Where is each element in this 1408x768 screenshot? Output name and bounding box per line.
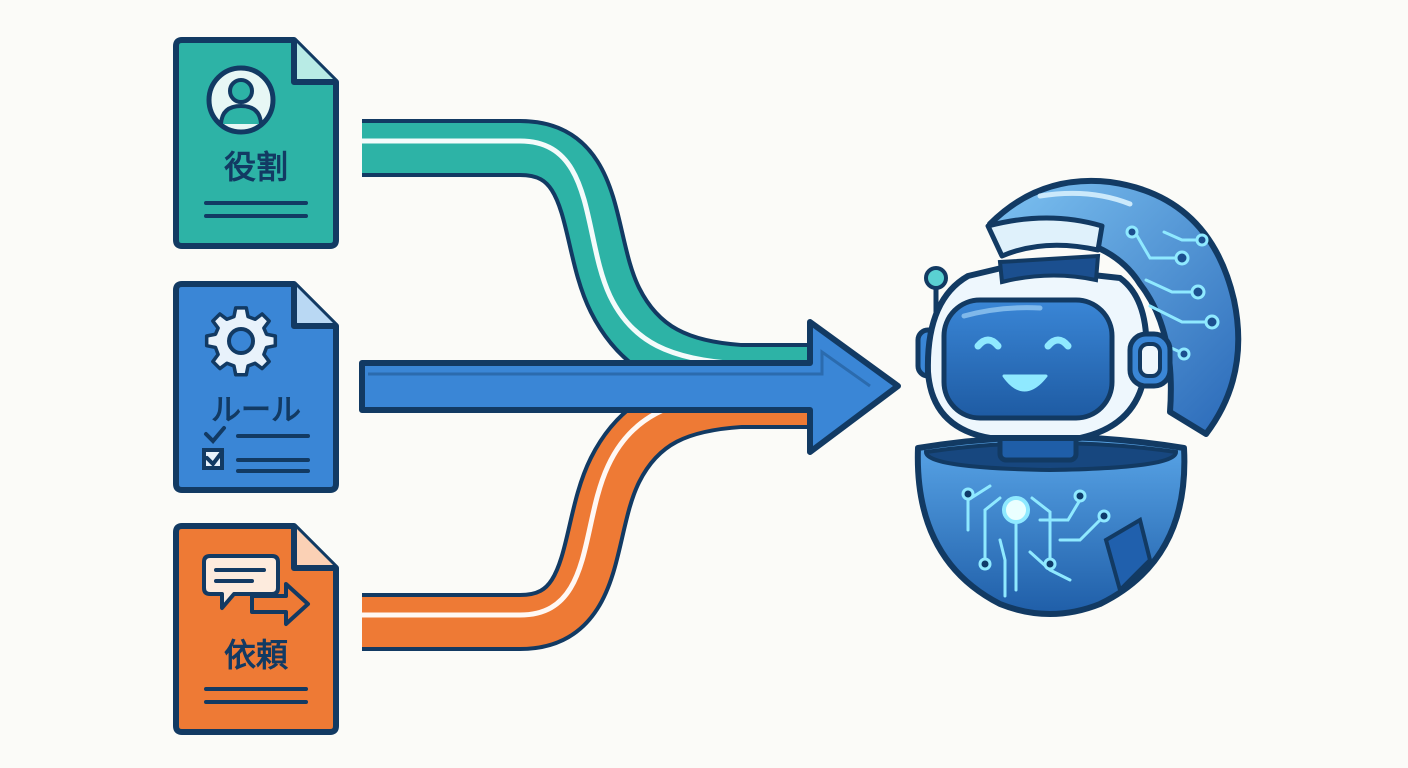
power-core (1002, 496, 1030, 524)
robot-mouth (1002, 374, 1048, 392)
chat-forward-icon (202, 554, 310, 626)
document-request-label: 依頼 (224, 636, 289, 674)
orange-flow-path (362, 371, 808, 651)
person-icon (206, 65, 276, 135)
checklist (202, 426, 310, 473)
smiling-face (974, 336, 1072, 350)
document-request: 依頼 (173, 523, 339, 735)
robot-ear-right (1127, 331, 1173, 389)
helmet-circuit-nodes (1125, 225, 1220, 361)
robot-body-shell (914, 434, 1188, 617)
robot-head (924, 263, 1150, 441)
text-lines (204, 201, 308, 218)
text-lines (204, 687, 308, 704)
document-rules-label: ルール (211, 393, 301, 428)
robot-visor (941, 297, 1115, 421)
robot-helmet (985, 177, 1242, 437)
document-rules: ルール (173, 281, 339, 493)
gear-icon (204, 306, 278, 377)
teal-flow-path (362, 119, 808, 401)
circuit-nodes (961, 487, 1111, 571)
flow-paths (359, 119, 901, 651)
document-role: 役割 (173, 37, 339, 249)
document-role-label: 役割 (224, 148, 288, 186)
ai-robot (914, 177, 1242, 617)
main-arrow (359, 319, 901, 455)
